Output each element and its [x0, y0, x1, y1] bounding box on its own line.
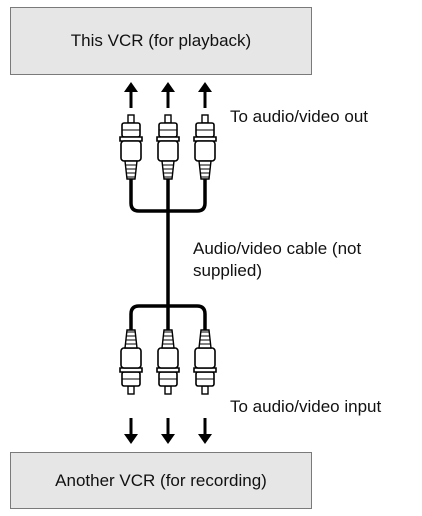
arrow-down-icon: [196, 416, 214, 446]
playback-vcr-label: This VCR (for playback): [70, 31, 252, 50]
arrow-up-icon: [196, 80, 214, 110]
cable-label: Audio/video cable (not supplied): [193, 239, 362, 280]
playback-vcr-box: This VCR (for playback): [10, 7, 312, 75]
audio-video-input-label: To audio/video input: [230, 397, 382, 416]
audio-video-out-label: To audio/video out: [230, 107, 368, 126]
rca-plug-icon: [193, 114, 217, 180]
rca-plug-icon: [119, 329, 143, 395]
recording-vcr-box: Another VCR (for recording): [10, 452, 312, 509]
recording-vcr-label: Another VCR (for recording): [55, 470, 267, 490]
arrow-up-icon: [122, 80, 140, 110]
cable-top-junction: [129, 179, 207, 213]
arrow-up-icon: [159, 80, 177, 110]
rca-plug-icon: [119, 114, 143, 180]
rca-plug-icon: [156, 114, 180, 180]
cable-bottom-junction: [129, 304, 207, 330]
rca-plug-icon: [156, 329, 180, 395]
rca-plug-icon: [193, 329, 217, 395]
arrow-down-icon: [159, 416, 177, 446]
arrow-down-icon: [122, 416, 140, 446]
